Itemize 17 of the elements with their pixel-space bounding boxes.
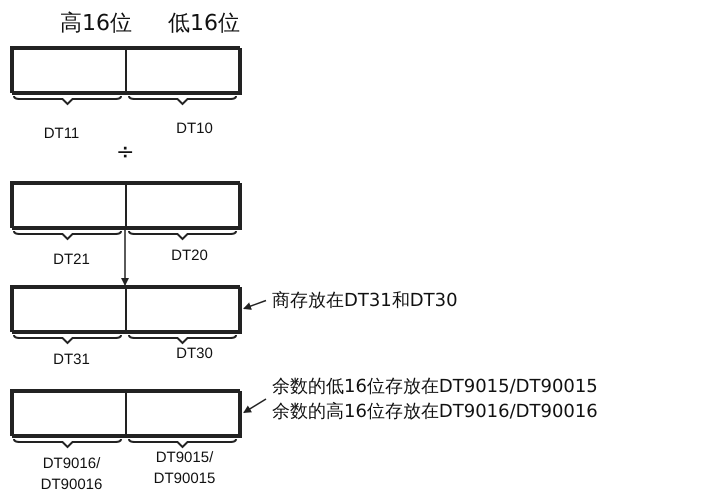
register-name: DT9016/ DT90016 [40,454,104,495]
note-text: 余数的高16位存放在DT9016/DT90016 [272,400,599,424]
column-heading: 低16位 [168,10,240,38]
register-name: DT20 [170,246,209,266]
arrow [243,300,266,310]
division-sign: ÷ [116,140,134,165]
note-text: 余数的低16位存放在DT9015/DT90015 [272,375,599,399]
register-name: DT11 [42,124,80,144]
column-heading: 高16位 [60,10,132,38]
register-name: DT21 [52,250,91,270]
register-name: DT9015/ DT90015 [152,448,216,489]
arrow [121,228,129,286]
register-name: DT10 [175,119,214,139]
register-name: DT31 [52,350,91,370]
register-name: DT30 [175,344,214,364]
arrow [243,398,266,414]
note-text: 商存放在DT31和DT30 [272,289,459,313]
